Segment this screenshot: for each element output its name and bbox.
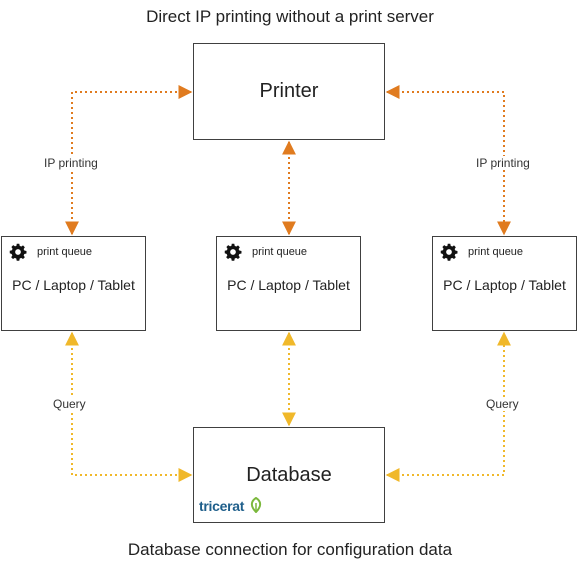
gear-icon xyxy=(224,243,242,261)
ip-printing-label-left: IP printing xyxy=(42,156,100,170)
diagram-title: Direct IP printing without a print serve… xyxy=(146,7,434,26)
ip-link-right xyxy=(385,85,511,236)
query-label-left: Query xyxy=(51,397,88,411)
printer-node[interactable]: Printer xyxy=(193,43,385,140)
client-node-right[interactable]: print queue PC / Laptop / Tablet xyxy=(432,236,577,331)
client-node-center[interactable]: print queue PC / Laptop / Tablet xyxy=(216,236,361,331)
print-queue-label: print queue xyxy=(468,246,524,258)
gear-icon xyxy=(440,243,458,261)
database-node[interactable]: Database xyxy=(193,427,385,523)
client-node-left[interactable]: print queue PC / Laptop / Tablet xyxy=(1,236,146,331)
ip-printing-label-right: IP printing xyxy=(474,156,532,170)
database-label: Database xyxy=(246,464,332,486)
tricerat-logo: tricerat xyxy=(199,496,263,515)
ip-link-left xyxy=(65,85,193,236)
diagram-caption: Database connection for configuration da… xyxy=(127,540,453,559)
client-label: PC / Laptop / Tablet xyxy=(12,277,135,293)
printer-label: Printer xyxy=(259,80,319,102)
query-link-left xyxy=(65,331,193,482)
query-label-right: Query xyxy=(484,397,521,411)
print-queue-label: print queue xyxy=(252,246,308,258)
client-label: PC / Laptop / Tablet xyxy=(443,277,566,293)
query-link-right xyxy=(385,331,511,482)
gear-icon xyxy=(9,243,27,261)
client-label: PC / Laptop / Tablet xyxy=(227,277,350,293)
print-queue-label: print queue xyxy=(37,246,93,258)
logo-text: tricerat xyxy=(199,498,245,514)
tricerat-leaf-icon xyxy=(250,496,261,514)
